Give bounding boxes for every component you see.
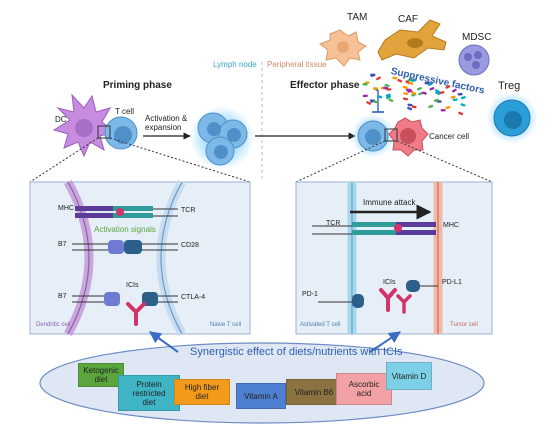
peripheral-tissue-label: Peripheral tissue xyxy=(267,60,327,69)
icis-label-left: ICIs xyxy=(126,282,139,289)
naive-t-cell-caption: Naive T cell xyxy=(210,322,242,328)
tcr-label-left: TCR xyxy=(181,207,196,214)
b7-cd28-complex xyxy=(72,240,178,254)
icis-label-right: ICIs xyxy=(383,279,396,286)
b7-ctla4-complex xyxy=(72,292,178,306)
diet-box: High fiber diet xyxy=(174,379,230,405)
cancer-cell-label: Cancer cell xyxy=(429,132,470,141)
mhc-label-right: MHC xyxy=(443,222,459,229)
mhc-tcr-complex-left xyxy=(75,206,178,218)
diet-box: Ascorbic acid xyxy=(336,373,392,405)
synergy-title: Synergistic effect of diets/nutrients wi… xyxy=(190,346,403,358)
immune-attack-label: Immune attack xyxy=(363,198,416,207)
mdsc-cell-icon xyxy=(458,44,490,76)
dendritic-cell-caption: Dendritic cell xyxy=(36,322,71,328)
pdl1-label: PD-L1 xyxy=(442,279,462,286)
b7-label-top: B7 xyxy=(58,241,67,248)
suppressive-factor-particles xyxy=(362,73,466,116)
cancer-cell-icon xyxy=(388,117,429,157)
synapse-zoom-box-left xyxy=(97,125,111,139)
diet-box: Ketogenic diet xyxy=(78,363,124,387)
diet-box: Protein restricted diet xyxy=(118,375,180,411)
expanded-t-cells-icon xyxy=(190,106,254,170)
activated-t-cell-caption: Activated T cell xyxy=(300,322,341,328)
caf-label: CAF xyxy=(398,14,418,25)
t-cell-label: T cell xyxy=(115,107,134,116)
pd1-label: PD-1 xyxy=(302,291,318,298)
b7-label-bottom: B7 xyxy=(58,293,67,300)
tam-label: TAM xyxy=(347,12,368,23)
ici-antibody-icon-right xyxy=(379,288,412,314)
caf-cell-icon xyxy=(377,19,447,61)
cd28-label: CD28 xyxy=(181,242,199,249)
pdl1-ligand-icon xyxy=(406,280,438,292)
lymph-node-label: Lymph node xyxy=(213,60,257,69)
activation-expansion-label: Activation & expansion xyxy=(145,114,188,132)
diet-box: Vitamin B6 xyxy=(286,379,342,405)
dc-label: DC xyxy=(55,115,67,124)
mdsc-label: MDSC xyxy=(462,32,492,43)
activation-signals-label: Activation signals xyxy=(94,225,156,234)
activated-t-cell-icon xyxy=(351,114,395,158)
tumor-cell-caption: Tumor cell xyxy=(450,322,478,328)
synapse-zoom-box-right xyxy=(384,128,398,142)
mhc-label-left: MHC xyxy=(58,205,74,212)
diet-box: Vitamin A xyxy=(236,383,286,409)
naive-t-cell-icon xyxy=(104,116,138,150)
diet-box: Vitamin D xyxy=(386,362,432,390)
synergy-arrow-left xyxy=(149,331,179,353)
ctla4-label: CTLA-4 xyxy=(181,294,206,301)
effector-synapse-panel xyxy=(295,181,493,335)
tam-cell-icon xyxy=(318,29,367,67)
treg-label: Treg xyxy=(498,80,521,92)
priming-phase-title: Priming phase xyxy=(103,80,172,91)
tcr-mhc-complex-right xyxy=(312,222,436,235)
ici-antibody-icon-left xyxy=(126,302,146,326)
tcr-label-right: TCR xyxy=(326,220,341,227)
pd1-receptor-icon xyxy=(318,294,364,308)
synergy-arrow-right xyxy=(369,331,401,353)
treg-cell-icon xyxy=(486,92,538,144)
effector-phase-title: Effector phase xyxy=(290,80,360,91)
